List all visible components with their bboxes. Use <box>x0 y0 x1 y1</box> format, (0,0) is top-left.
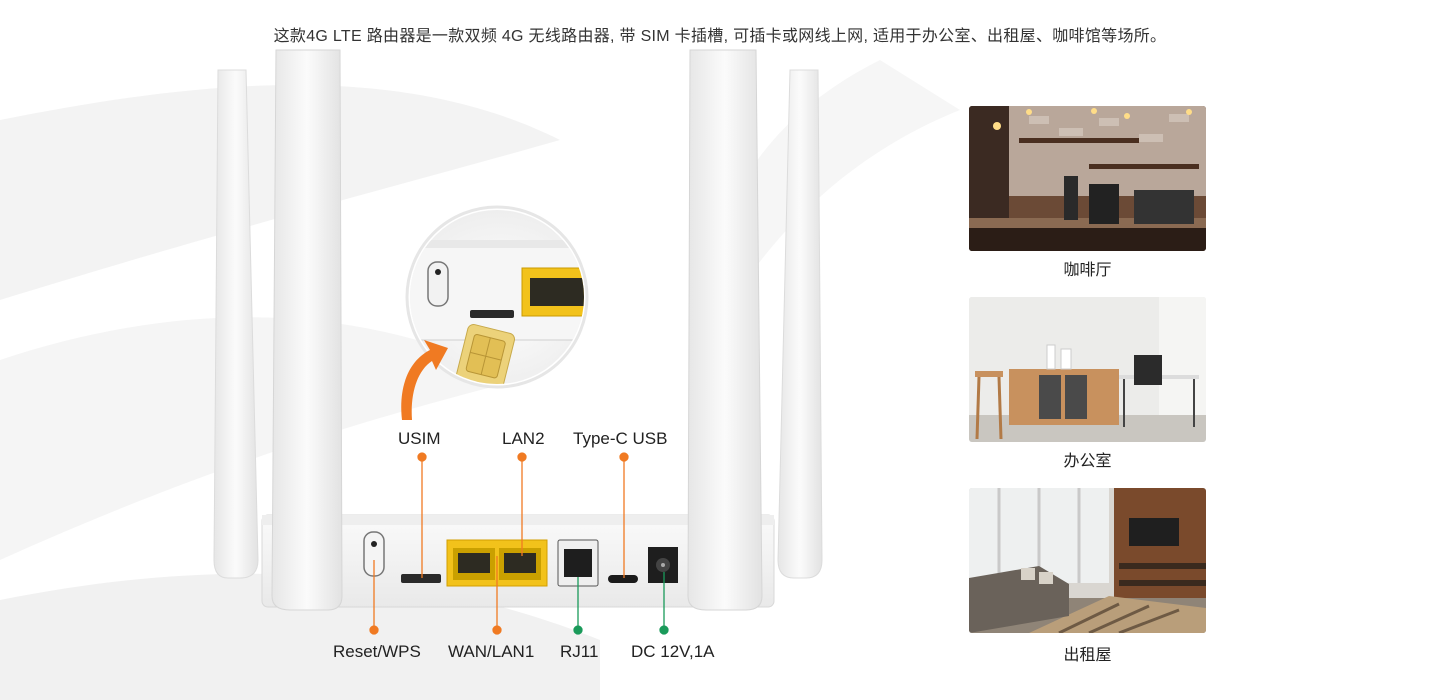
caption-cafe: 咖啡厅 <box>1063 262 1112 279</box>
typec-port <box>608 575 638 583</box>
antenna-right-inner <box>687 49 763 611</box>
caption-office: 办公室 <box>1063 453 1112 470</box>
usim-slot <box>401 574 441 583</box>
label-typec-usb: Type-C USB <box>573 429 668 448</box>
label-wan-lan1: WAN/LAN1 <box>448 642 535 661</box>
insert-arrow-icon <box>401 340 448 420</box>
headline-text: 这款4G LTE 路由器是一款双频 4G 无线路由器, 带 SIM 卡插槽, 可… <box>273 28 1167 45</box>
label-rj11: RJ11 <box>560 642 599 661</box>
scene-image-apartment <box>969 488 1206 633</box>
antenna-left-inner <box>271 49 343 611</box>
scene-image-cafe <box>969 106 1206 251</box>
sim-zoom-detail <box>405 205 589 389</box>
scene-image-office <box>969 297 1206 442</box>
label-usim: USIM <box>398 429 441 448</box>
label-reset-wps: Reset/WPS <box>333 642 421 661</box>
antenna-right-outer <box>777 69 823 579</box>
antenna-left-outer <box>213 69 259 579</box>
label-lan2: LAN2 <box>502 429 545 448</box>
label-dc-power: DC 12V,1A <box>631 642 715 661</box>
caption-apartment: 出租屋 <box>1063 647 1112 664</box>
